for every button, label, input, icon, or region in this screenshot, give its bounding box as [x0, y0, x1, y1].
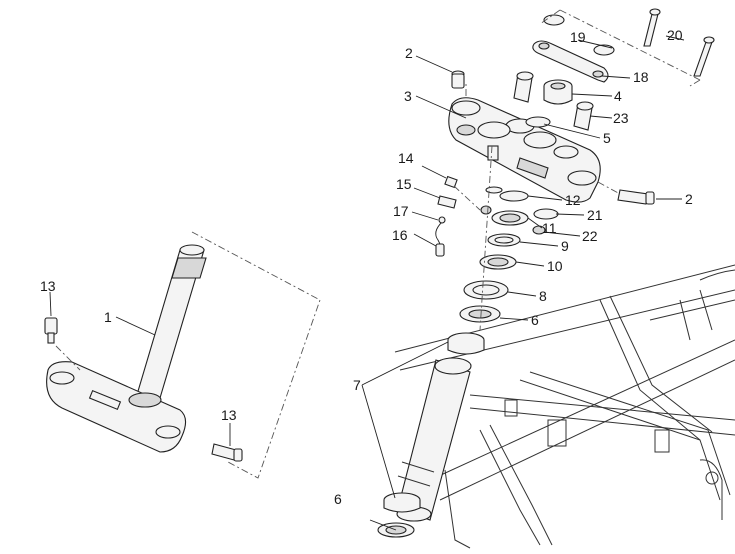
bushings-23 [513, 71, 594, 131]
bolt-13-upper [44, 317, 58, 344]
steering-stem-lower-clamp [46, 244, 207, 453]
race-7-upper [447, 332, 485, 355]
steering-nut-4 [543, 79, 573, 105]
ring-nut-10 [479, 254, 517, 270]
upper-triple-clamp [448, 97, 601, 203]
callout-8: 8 [539, 288, 547, 304]
callout-22: 22 [582, 228, 598, 244]
callout-17: 17 [393, 203, 409, 219]
callout-7: 7 [353, 377, 361, 393]
bracket-15 [437, 195, 457, 209]
callout-13-lower: 13 [221, 407, 237, 423]
race-7-lower [383, 492, 421, 513]
callout-1: 1 [104, 309, 112, 325]
callout-15: 15 [396, 176, 412, 192]
bolt-13-lower [211, 443, 243, 462]
bolt-2-top [451, 70, 465, 89]
leader-lines [49, 35, 685, 531]
bolt-2-right [617, 189, 655, 205]
dust-seal-8 [463, 280, 509, 300]
long-bolts-20 [643, 8, 715, 77]
clip-14 [444, 175, 458, 189]
assembly-lines [55, 9, 701, 479]
callout-23: 23 [613, 110, 629, 126]
callout-labels: 1 2 2 3 4 5 6 6 7 8 9 10 11 12 13 13 14 … [40, 27, 693, 507]
callout-21: 21 [587, 207, 603, 223]
callout-11: 11 [542, 220, 557, 236]
callout-14: 14 [398, 150, 414, 166]
callout-2-top: 2 [405, 45, 413, 61]
callout-20: 20 [667, 27, 683, 43]
callout-18: 18 [633, 69, 649, 85]
frame-structure [394, 264, 735, 549]
screw-16 [435, 243, 445, 257]
callout-19: 19 [570, 29, 586, 45]
callout-4: 4 [614, 88, 622, 104]
callout-5: 5 [603, 130, 611, 146]
washer-21 [533, 208, 559, 220]
callout-2-right: 2 [685, 191, 693, 207]
callout-6-upper: 6 [531, 312, 539, 328]
callout-6-lower: 6 [334, 491, 342, 507]
callout-16: 16 [392, 227, 408, 243]
cable-17 [435, 216, 446, 249]
washer-5 [525, 116, 551, 128]
callout-9: 9 [561, 238, 569, 254]
callout-13-upper: 13 [40, 278, 56, 294]
washer-9 [487, 233, 521, 247]
lock-plate-12 [485, 186, 529, 202]
callout-10: 10 [547, 258, 563, 274]
bearing-6-upper [459, 305, 501, 323]
ring-nut-11 [491, 210, 529, 226]
callout-12: 12 [565, 192, 581, 208]
callout-3: 3 [404, 88, 412, 104]
